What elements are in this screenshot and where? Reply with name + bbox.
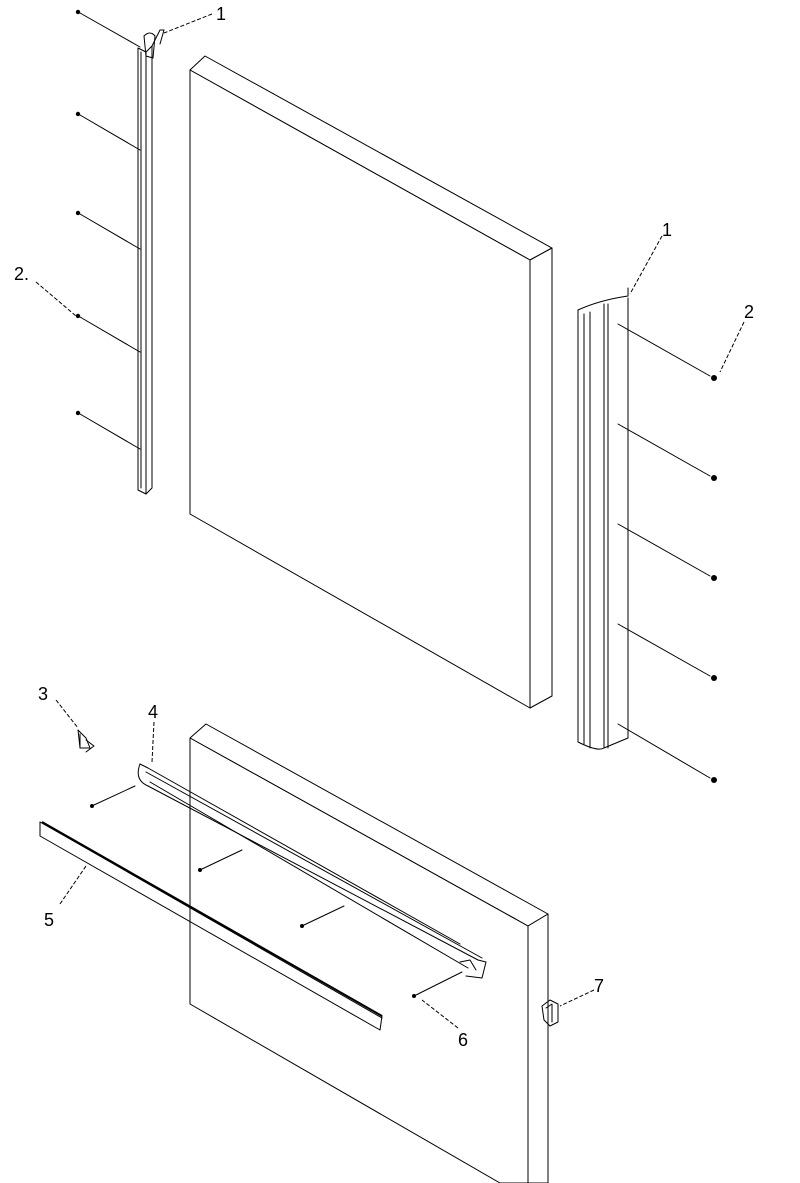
upper-door-panel <box>189 55 553 709</box>
callout-hinge-part: 7 <box>594 976 604 996</box>
screw-4 <box>75 313 81 319</box>
screw-6 <box>711 375 717 381</box>
callout-labels: 1 1 2. 2 3 4 5 6 7 <box>14 4 754 1050</box>
callout-right-trim: 1 <box>662 220 672 240</box>
right-trim-strip <box>577 287 629 750</box>
handle-screw-4 <box>412 994 416 998</box>
bottom-trim-strip <box>39 821 383 1031</box>
callout-bottom-trim: 5 <box>44 910 54 930</box>
screw-2 <box>75 111 81 117</box>
callout-handle: 4 <box>148 702 158 722</box>
small-clip <box>77 729 95 753</box>
handle-screw-3 <box>300 924 304 928</box>
callout-small-clip: 3 <box>38 684 48 704</box>
lower-door-panel <box>189 723 549 1183</box>
callout-top-left-trim: 1 <box>216 4 226 24</box>
left-trim-strip <box>137 29 165 495</box>
screw-7 <box>711 475 717 481</box>
callout-left-screws: 2. <box>14 264 29 284</box>
screw-8 <box>711 575 717 581</box>
callout-right-screws: 2 <box>744 302 754 322</box>
handle <box>137 763 487 979</box>
screw-1 <box>75 9 81 15</box>
screw-3 <box>75 210 81 216</box>
callout-handle-screws: 6 <box>458 1030 468 1050</box>
screw-5 <box>75 410 81 416</box>
left-screws <box>75 9 141 450</box>
handle-screw-2 <box>198 868 202 872</box>
hinge-part <box>541 999 559 1027</box>
right-screws <box>617 323 717 783</box>
screw-10 <box>711 777 717 783</box>
handle-screws <box>90 785 463 998</box>
screw-9 <box>711 675 717 681</box>
handle-screw-1 <box>90 804 94 808</box>
leader-lines <box>35 13 745 1029</box>
